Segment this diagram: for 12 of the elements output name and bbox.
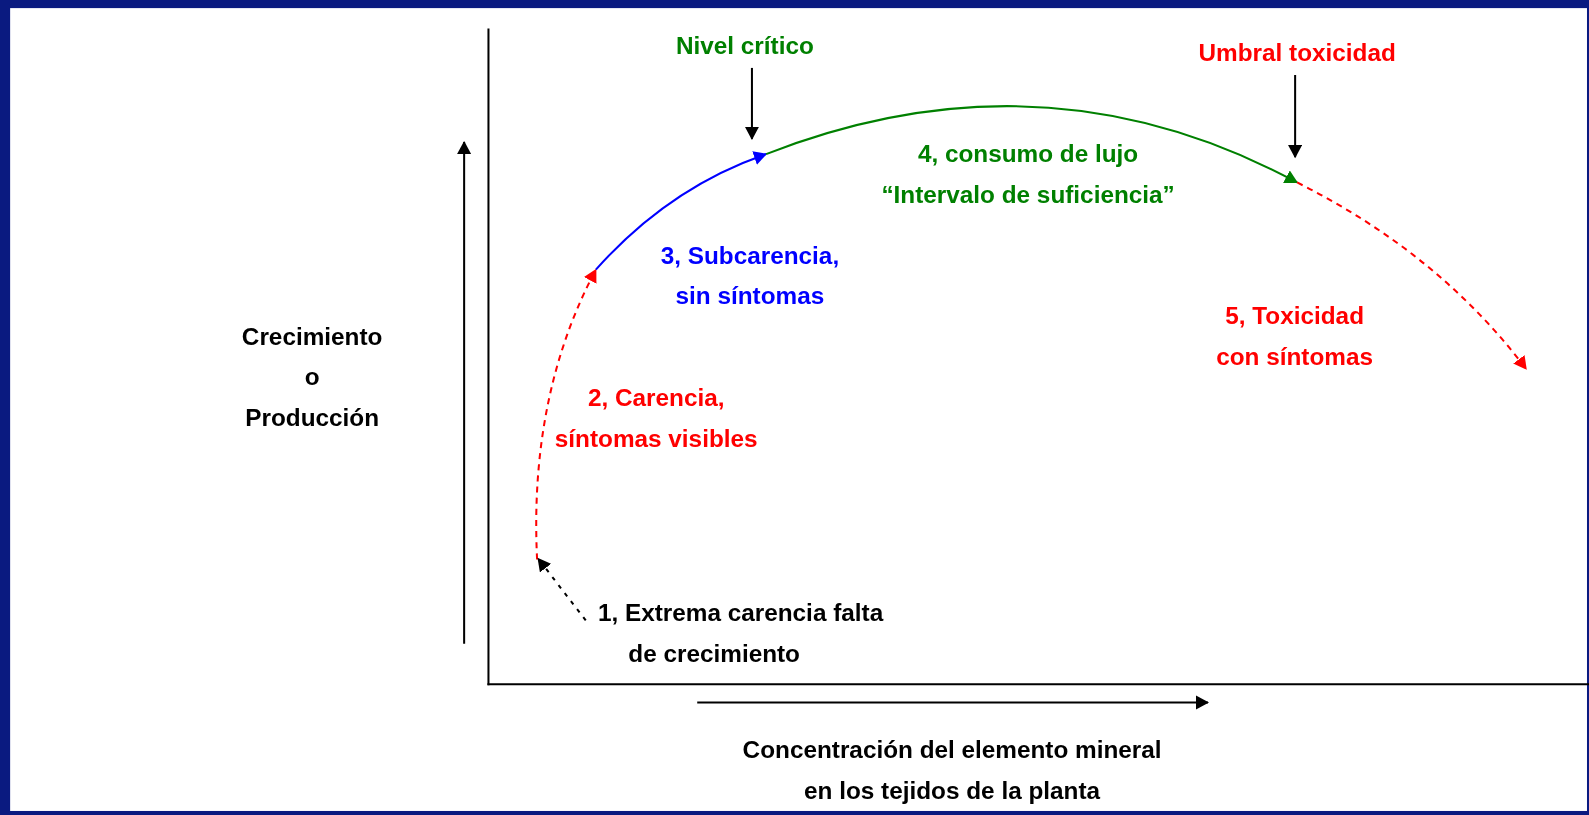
axis-title: Crecimiento o Producción	[240, 321, 384, 433]
annotation-text: Umbral toxicidad	[1145, 32, 1450, 73]
stage-label: 2, Carencia, síntomas visibles	[553, 383, 759, 455]
stage-label: 3, Subcarencia, sin síntomas	[659, 240, 841, 312]
stage-label: 4, consumo de lujo “Intervalo de suficiencia”	[880, 138, 1176, 210]
axis-title: Concentración del elemento mineral en los tejidos de la planta	[741, 734, 1163, 806]
annotation-text: 1, Extrema carencia falta de crecimiento	[597, 593, 892, 675]
stage-label: 5, Toxicidad con síntomas	[1215, 301, 1374, 372]
leader-line	[744, 67, 760, 140]
annotation-text: Nivel crítico	[623, 25, 867, 66]
leader-line	[537, 557, 587, 621]
leader-line	[1288, 75, 1303, 159]
